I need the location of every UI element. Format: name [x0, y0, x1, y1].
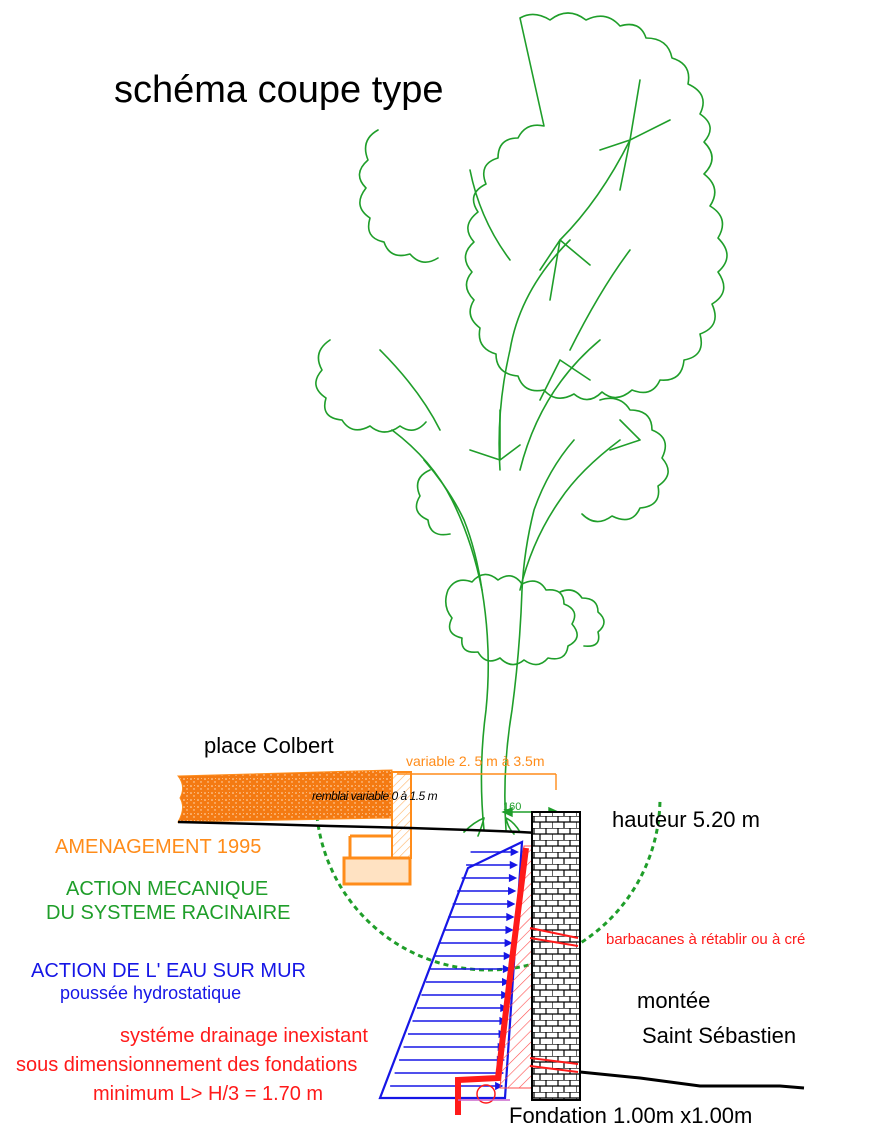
root-action-arc	[314, 797, 662, 972]
remblai-label: remblai variable 0 à 1.5 m	[312, 789, 438, 803]
pressure-arrow-head	[507, 899, 516, 909]
dimension-160-label: 160	[503, 801, 522, 813]
pressure-arrow-head	[502, 977, 511, 987]
barbacanes-label: barbacanes à rétablir ou à cré	[606, 931, 806, 948]
drainage-label-2: sous dimensionnement des fondations	[16, 1054, 358, 1076]
pressure-arrow-head	[504, 938, 513, 948]
water-action-label-2: poussée hydrostatique	[60, 983, 242, 1003]
drain-pipe	[476, 1084, 496, 1104]
tree-lower-clump	[444, 573, 578, 666]
pressure-arrow-head	[506, 912, 515, 922]
drainage-label-3: minimum L> H/3 = 1.70 m	[93, 1083, 324, 1105]
brick-wall	[531, 811, 581, 1101]
tree-trunk-right	[504, 439, 575, 831]
montee-label-1: montée	[637, 988, 711, 1013]
pressure-arrow-head	[509, 860, 519, 870]
pressure-arrow-head	[508, 886, 517, 896]
drainage-line	[455, 847, 529, 1115]
pressure-arrow-head	[510, 847, 519, 857]
pressure-arrow-head	[502, 964, 512, 974]
montee-label-2: Saint Sébastien	[642, 1023, 797, 1048]
pressure-arrow-head	[495, 1081, 504, 1091]
wall-height-label: hauteur 5.20 m	[612, 807, 760, 832]
drainage-label-1: systéme drainage inexistant	[120, 1025, 368, 1047]
pressure-arrow-head	[508, 873, 518, 883]
variable-width-label: variable 2. 5 m à 3.5m	[406, 753, 545, 769]
barbacanes	[529, 927, 579, 1073]
root-action-label-2: DU SYSTEME RACINAIRE	[46, 902, 291, 924]
water-action-label-1: ACTION DE L' EAU SUR MUR	[31, 960, 306, 982]
tree-roots	[463, 817, 521, 837]
pressure-arrow-head	[503, 951, 512, 961]
variable-dimension-bracket	[397, 773, 557, 790]
tree-junction-top	[599, 79, 671, 191]
page-title: schéma coupe type	[114, 69, 444, 111]
tree-trunk-left	[423, 459, 490, 831]
pressure-arrow-head	[505, 925, 514, 935]
root-action-label-1: ACTION MECANIQUE	[66, 878, 269, 900]
amenagement-label: AMENAGEMENT 1995	[55, 836, 262, 858]
foundation-label: Fondation 1.00m x1.00m	[509, 1103, 753, 1128]
tree	[315, 12, 728, 837]
tree-canopy	[464, 12, 728, 401]
upper-ground-line	[177, 820, 557, 836]
place-colbert-label: place Colbert	[204, 733, 334, 758]
lower-ground-line	[579, 1070, 805, 1090]
pressure-arrows	[390, 847, 519, 1091]
